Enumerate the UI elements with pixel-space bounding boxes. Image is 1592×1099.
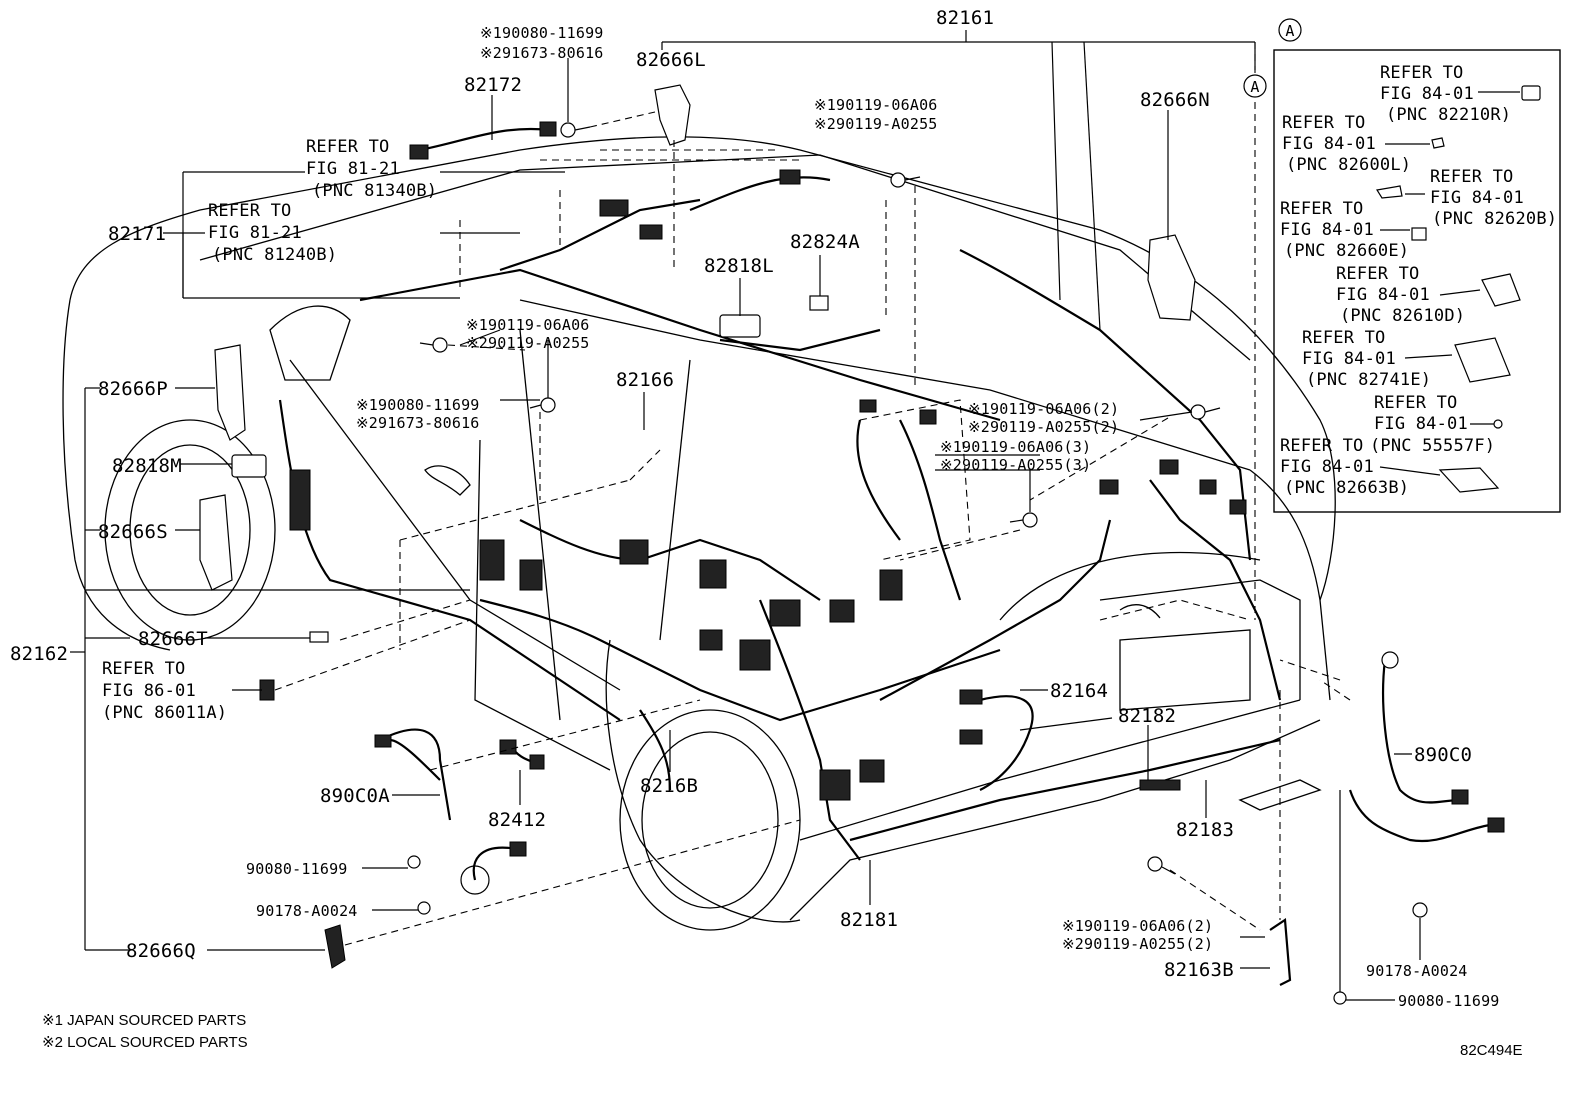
svg-text:A: A [1250,78,1259,96]
label-82161: 82161 [936,7,994,29]
svg-text:FIG 84-01: FIG 84-01 [1380,84,1474,104]
label-82183: 82183 [1176,819,1234,841]
label-82162: 82162 [10,643,68,665]
svg-text:REFER TO: REFER TO [1280,436,1363,456]
inset-labels: REFER TO FIG 84-01 (PNC 82210R) REFER TO… [1280,63,1557,498]
label-r-screw-4: ※290119-A0255(3) [940,456,1091,474]
connector-parts [199,84,1541,1005]
svg-text:FIG 84-01: FIG 84-01 [1336,285,1430,305]
svg-text:(PNC 82610D): (PNC 82610D) [1340,306,1465,326]
label-r-screw-1: ※190119-06A06(2) [968,400,1119,418]
svg-text:(PNC 82660E): (PNC 82660E) [1284,241,1409,261]
svg-text:FIG 84-01: FIG 84-01 [1280,220,1374,240]
label-fastener-90178-right: 90178-A0024 [1366,962,1468,980]
label-890C0A: 890C0A [320,785,390,807]
label-c-screw-2: ※290119-A0255 [466,334,590,352]
leader-lines [70,30,1520,1001]
ref-86011a-line2: FIG 86-01 [102,681,196,701]
label-82666N: 82666N [1140,89,1210,111]
svg-text:REFER TO: REFER TO [1336,264,1419,284]
label-82181: 82181 [840,909,898,931]
label-82824A: 82824A [790,231,860,253]
svg-text:FIG 84-01: FIG 84-01 [1282,134,1376,154]
ref-81240b-line1: REFER TO [208,201,291,221]
svg-text:REFER TO: REFER TO [1380,63,1463,83]
svg-text:(PNC 82210R): (PNC 82210R) [1386,105,1511,125]
svg-text:(PNC 82663B): (PNC 82663B) [1284,478,1409,498]
ref-81340b-line2: FIG 81-21 [306,159,400,179]
part-labels: 82161 ※190080-11699 ※291673-80616 82666L… [10,7,1500,1010]
inset-box [1273,49,1561,513]
svg-text:A: A [1285,22,1294,40]
label-r-screw-3: ※190119-06A06(3) [940,438,1091,456]
label-mid-screw-2: ※290119-A0255 [814,115,938,133]
footnote-japan: ※1 JAPAN SOURCED PARTS [42,1012,246,1029]
label-r-screw-2: ※290119-A0255(2) [968,418,1119,436]
ref-81340b-line1: REFER TO [306,137,389,157]
label-fastener-90080-left: 90080-11699 [246,860,348,878]
label-l-screw-2: ※291673-80616 [356,414,480,432]
label-82171: 82171 [108,223,166,245]
svg-text:REFER TO: REFER TO [1302,328,1385,348]
svg-text:FIG 84-01: FIG 84-01 [1280,457,1374,477]
svg-text:REFER TO: REFER TO [1280,199,1363,219]
label-82818M: 82818M [112,455,182,477]
label-82666Q: 82666Q [126,940,196,962]
label-top-screw-2: ※291673-80616 [480,44,604,62]
illustration-code: 82C494E [1460,1042,1523,1059]
label-fastener-90178-left: 90178-A0024 [256,902,358,920]
label-82666P: 82666P [98,378,168,400]
svg-text:(PNC 82741E): (PNC 82741E) [1306,370,1431,390]
label-top-screw-1: ※190080-11699 [480,24,604,42]
label-82182: 82182 [1118,705,1176,727]
svg-text:(PNC 55557F): (PNC 55557F) [1370,436,1495,456]
label-82818L: 82818L [704,255,774,277]
label-82666T: 82666T [138,628,208,650]
svg-text:REFER TO: REFER TO [1282,113,1365,133]
label-82412: 82412 [488,809,546,831]
ref-86011a-line3: (PNC 86011A) [102,703,227,723]
svg-text:FIG 84-01: FIG 84-01 [1374,414,1468,434]
footnotes: ※1 JAPAN SOURCED PARTS ※2 LOCAL SOURCED … [42,1012,1523,1059]
label-890C0: 890C0 [1414,744,1472,766]
svg-text:REFER TO: REFER TO [1374,393,1457,413]
label-b-screw-1: ※190119-06A06(2) [1062,917,1213,935]
label-82666S: 82666S [98,521,168,543]
label-mid-screw-1: ※190119-06A06 [814,96,938,114]
ref-86011a-line1: REFER TO [102,659,185,679]
label-82666L: 82666L [636,49,706,71]
svg-text:FIG 84-01: FIG 84-01 [1302,349,1396,369]
inset-circle-a: A [1278,18,1302,42]
harness-circle-a: A [1243,74,1267,98]
svg-text:(PNC 82600L): (PNC 82600L) [1286,155,1411,175]
wire-harness [278,176,1282,861]
label-82163B: 82163B [1164,959,1234,981]
label-c-screw-1: ※190119-06A06 [466,316,590,334]
ref-81240b-line3: (PNC 81240B) [212,245,337,265]
ref-81340b-line3: (PNC 81340B) [312,181,437,201]
ref-81240b-line2: FIG 81-21 [208,223,302,243]
svg-text:REFER TO: REFER TO [1430,167,1513,187]
label-82172: 82172 [464,74,522,96]
label-8216B: 8216B [640,775,698,797]
vehicle-body [62,136,1336,931]
label-fastener-90080-right: 90080-11699 [1398,992,1500,1010]
svg-text:FIG 84-01: FIG 84-01 [1430,188,1524,208]
footnote-local: ※2 LOCAL SOURCED PARTS [42,1034,248,1051]
svg-text:(PNC 82620B): (PNC 82620B) [1432,209,1557,229]
label-82164: 82164 [1050,680,1108,702]
label-b-screw-2: ※290119-A0255(2) [1062,935,1213,953]
label-l-screw-1: ※190080-11699 [356,396,480,414]
label-82166: 82166 [616,369,674,391]
